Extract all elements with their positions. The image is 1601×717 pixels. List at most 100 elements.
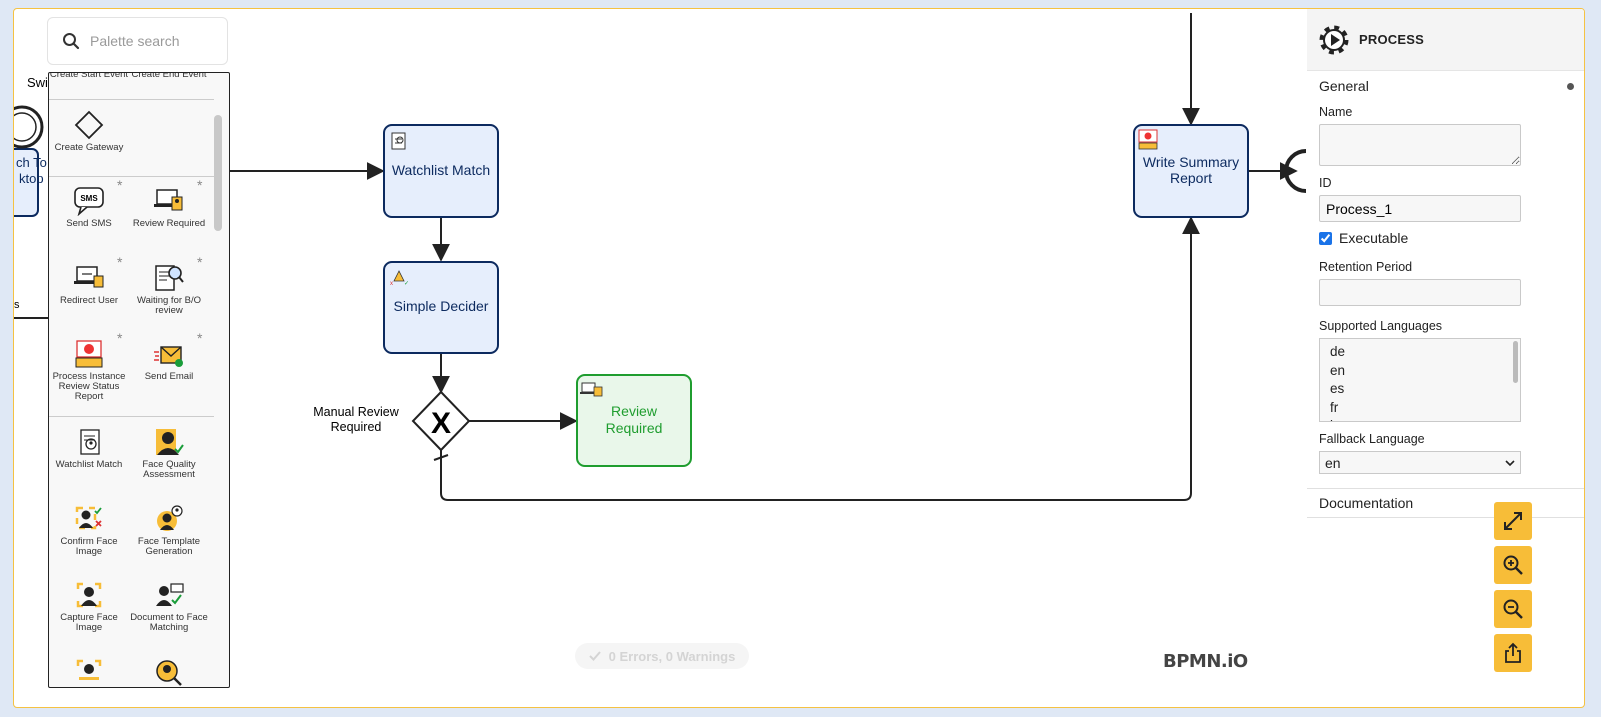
fallback-language-select[interactable]: en: [1319, 451, 1521, 474]
palette-capture-face-image[interactable]: Capture Face Image: [49, 580, 129, 633]
decider-icon: x ✓: [390, 270, 409, 287]
status-report-icon: [75, 340, 103, 368]
palette-document-to-face-matching[interactable]: Document to Face Matching: [129, 580, 209, 633]
language-option[interactable]: en: [1330, 362, 1346, 378]
palette-create-end-event[interactable]: Create End Event: [129, 73, 209, 80]
flow-default-to-summary[interactable]: [440, 216, 1200, 501]
face-template-icon: [157, 505, 183, 531]
palette-item-label: Process Instance Review Status Report: [52, 371, 126, 402]
palette-process-instance-review-status-report[interactable]: Process Instance Review Status Report: [49, 339, 129, 402]
palette-confirm-face-image[interactable]: Confirm Face Image: [49, 504, 129, 557]
diagram-canvas[interactable]: ch To ktop Swi s Watchlist: [14, 9, 1585, 708]
palette-item-label: Create Gateway: [54, 142, 124, 153]
id-label: ID: [1319, 176, 1332, 190]
task-review-label-line2: Required: [606, 420, 663, 436]
palette-create-start-event[interactable]: Create Start Event: [49, 73, 129, 80]
group-general-label: General: [1319, 78, 1369, 94]
document-magnifier-icon: [155, 265, 184, 291]
watchlist-document-icon: [80, 429, 100, 455]
palette-item-label: Watchlist Match: [55, 459, 123, 470]
laptop-user-icon: [580, 382, 603, 397]
chevron-down-icon: [1505, 459, 1515, 466]
custom-star-marker: *: [197, 254, 203, 270]
executable-label: Executable: [1339, 230, 1409, 246]
bpmn-io-logo[interactable]: BPMN.iO: [1163, 651, 1248, 672]
custom-star-marker: *: [197, 330, 203, 346]
supported-languages-list[interactable]: de en es fr i: [1319, 338, 1521, 422]
language-option[interactable]: es: [1330, 381, 1345, 396]
partial-end-event[interactable]: [1284, 149, 1307, 193]
process-gear-icon: [1319, 25, 1349, 54]
languages-scrollbar[interactable]: [1513, 341, 1518, 383]
task-watchlist-match[interactable]: Watchlist Match: [383, 124, 499, 218]
fallback-language-label: Fallback Language: [1319, 432, 1425, 446]
search-icon: [63, 33, 80, 50]
exclusive-gateway[interactable]: X: [411, 390, 471, 452]
task-review-required[interactable]: Review Required: [576, 374, 692, 467]
properties-panel: PROCESS General Name ID Executable Reten…: [1307, 9, 1584, 518]
supported-languages-label: Supported Languages: [1319, 319, 1443, 333]
palette-partial-item[interactable]: [129, 657, 209, 687]
palette-search-input[interactable]: [88, 32, 208, 50]
lint-status-text: 0 Errors, 0 Warnings: [608, 648, 736, 664]
gateway-x-icon: X: [431, 407, 451, 440]
palette-send-email[interactable]: Send Email: [129, 339, 209, 382]
executable-checkbox[interactable]: [1319, 231, 1332, 245]
zoom-in-button[interactable]: [1494, 546, 1532, 584]
properties-header: PROCESS: [1307, 9, 1584, 71]
retention-period-field[interactable]: [1319, 279, 1521, 306]
palette-watchlist-match[interactable]: Watchlist Match: [49, 427, 129, 470]
palette-divider: [49, 176, 214, 177]
palette: Create Start Event Create End Event Crea…: [48, 72, 230, 688]
palette-partial-item[interactable]: [49, 657, 129, 687]
share-icon: [1505, 642, 1521, 663]
palette-search-box[interactable]: [47, 17, 228, 65]
language-option[interactable]: i: [1330, 417, 1510, 421]
palette-item-label: Redirect User: [59, 295, 119, 306]
palette-review-required[interactable]: Review Required: [129, 186, 209, 229]
palette-divider: [49, 99, 214, 100]
partial-label-s: s: [14, 299, 20, 311]
palette-item-label: Waiting for B/O review: [136, 295, 202, 316]
name-field[interactable]: [1319, 124, 1521, 166]
lint-status[interactable]: 0 Errors, 0 Warnings: [575, 643, 749, 669]
group-documentation-header[interactable]: Documentation: [1307, 488, 1584, 518]
task-write-summary-report[interactable]: Write Summary Report: [1133, 124, 1249, 218]
executable-row[interactable]: Executable: [1307, 230, 1584, 246]
partial-left-task[interactable]: ch To ktop: [14, 148, 47, 217]
palette-create-gateway[interactable]: Create Gateway: [49, 110, 129, 153]
properties-title: PROCESS: [1359, 32, 1424, 47]
group-general-header[interactable]: General: [1307, 71, 1584, 101]
gateway-label-line1: Manual Review: [313, 405, 399, 419]
palette-redirect-user[interactable]: Redirect User: [49, 263, 129, 306]
fit-viewport-button[interactable]: [1494, 502, 1532, 540]
palette-item-label: Confirm Face Image: [60, 536, 118, 557]
language-option[interactable]: fr: [1330, 399, 1339, 415]
export-button[interactable]: [1494, 634, 1532, 672]
custom-star-marker: *: [197, 177, 203, 193]
palette-waiting-bo-review[interactable]: Waiting for B/O review: [129, 263, 209, 316]
partial-timer-event[interactable]: [14, 105, 44, 149]
document-face-match-icon: [156, 583, 184, 606]
face-search-icon: [156, 660, 182, 686]
id-field[interactable]: [1319, 195, 1521, 222]
retention-period-label: Retention Period: [1319, 260, 1413, 274]
fallback-language-value: en: [1325, 454, 1341, 471]
palette-scrollbar[interactable]: [214, 115, 222, 231]
custom-star-marker: *: [117, 177, 123, 193]
palette-item-label: Face Template Generation: [137, 536, 201, 557]
palette-face-template-generation[interactable]: Face Template Generation: [129, 504, 209, 557]
task-watchlist-label: Watchlist Match: [392, 162, 490, 178]
zoom-out-button[interactable]: [1494, 590, 1532, 628]
language-option[interactable]: de: [1330, 344, 1346, 359]
check-icon: [588, 651, 601, 661]
palette-face-quality-assessment[interactable]: Face Quality Assessment: [129, 427, 209, 480]
palette-item-label: Capture Face Image: [60, 612, 118, 633]
task-simple-decider[interactable]: x ✓ Simple Decider: [383, 261, 499, 354]
partial-task-label-a: ch To: [16, 155, 47, 170]
sms-bubble-icon: SMS: [74, 187, 104, 216]
svg-text:✓: ✓: [404, 281, 409, 287]
palette-send-sms[interactable]: SMS Send SMS: [49, 186, 129, 229]
custom-star-marker: *: [117, 330, 123, 346]
zoom-in-icon: [1503, 555, 1523, 575]
